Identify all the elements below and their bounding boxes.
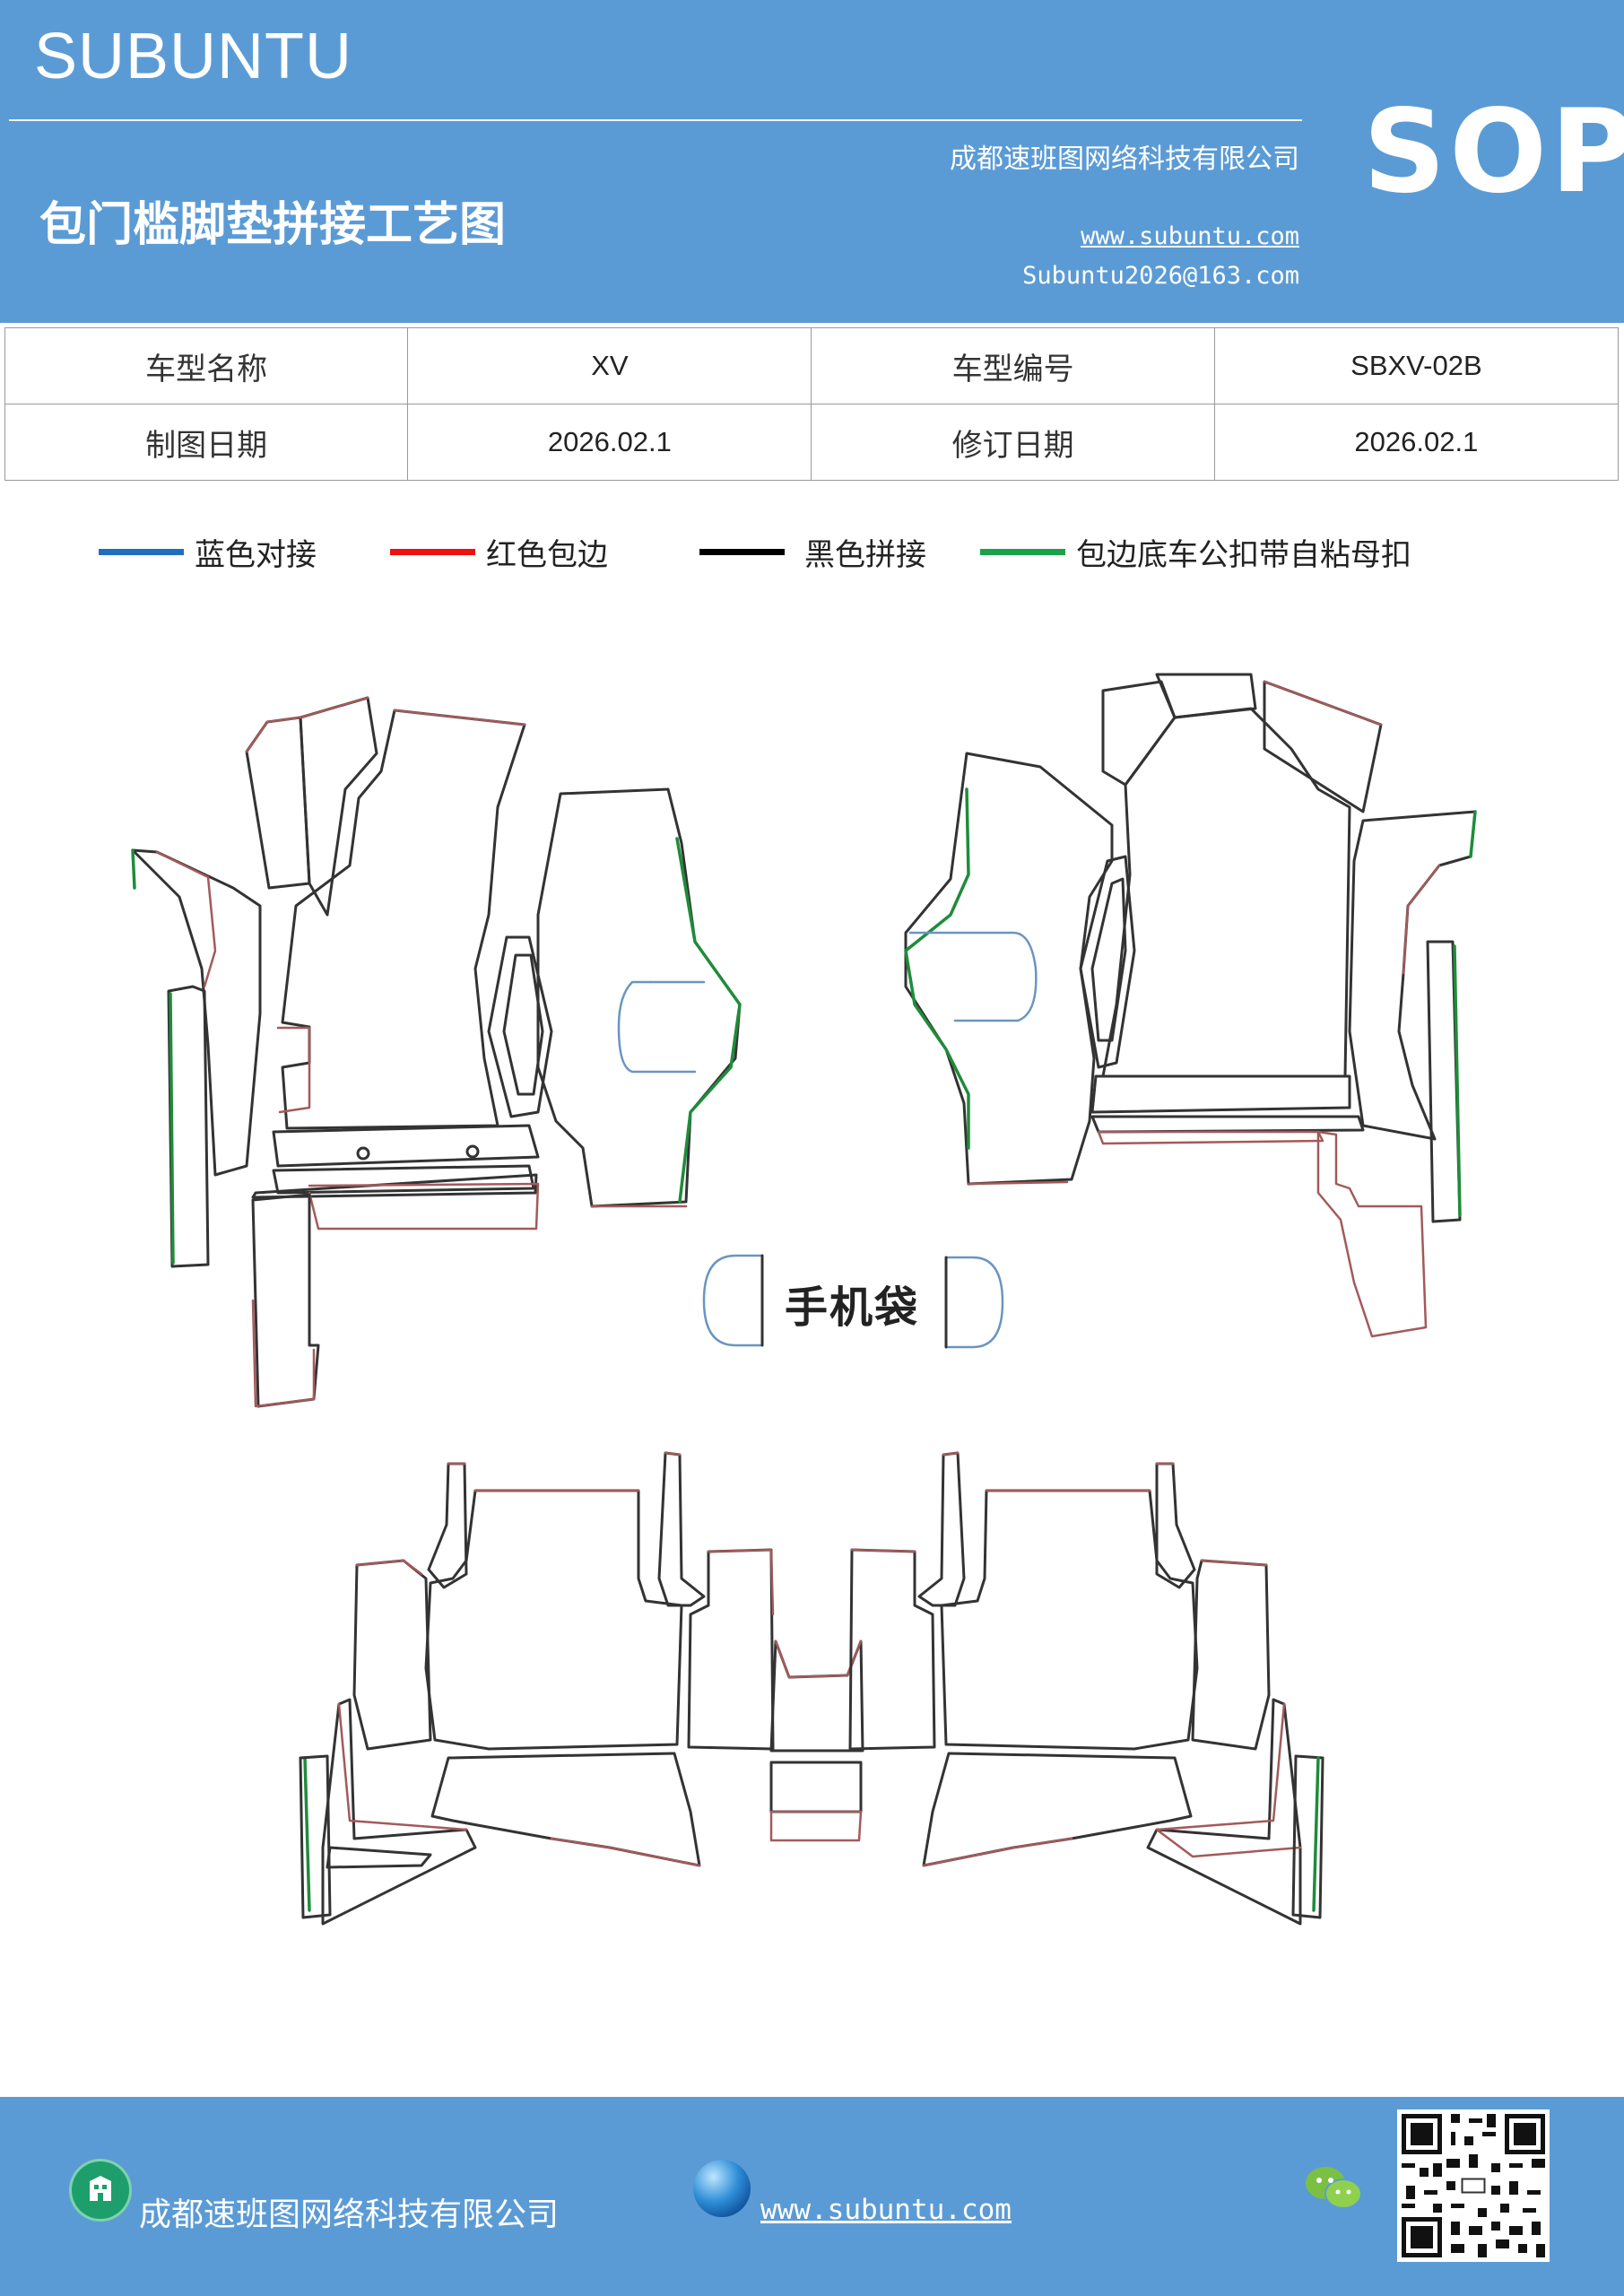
legend-item-green: 包边底车公扣带自粘母扣 [980, 529, 1411, 574]
draw-date-value: 2026.02.1 [407, 404, 812, 481]
header-banner [0, 0, 1624, 323]
model-code-label: 车型编号 [811, 327, 1215, 404]
legend-label: 红色包边 [486, 536, 608, 573]
footer-website-link[interactable]: www.subuntu.com [760, 2194, 1012, 2226]
header-company: 成都速班图网络科技有限公司 [950, 144, 1299, 175]
draw-date-label: 制图日期 [4, 404, 409, 481]
header-divider [9, 119, 1302, 121]
sop-badge: SOP [1363, 85, 1624, 219]
brand-name: SUBUNTU [34, 21, 353, 92]
footer-company: 成都速班图网络科技有限公司 [139, 2196, 560, 2233]
phone-pocket-pieces [702, 1254, 1004, 1349]
legend-label: 蓝色对接 [195, 536, 317, 573]
legend-label: 包边底车公扣带自粘母扣 [1076, 536, 1411, 573]
legend-swatch [390, 548, 475, 555]
model-name-value: XV [407, 327, 812, 404]
page-title: 包门槛脚垫拼接工艺图 [39, 197, 507, 252]
globe-icon [693, 2160, 751, 2217]
model-code-value: SBXV-02B [1213, 327, 1620, 404]
legend-swatch [980, 548, 1065, 555]
legend-label: 黑色拼接 [804, 536, 926, 573]
header-email[interactable]: Subuntu2026@163.com [1022, 262, 1299, 290]
legend-item-red: 红色包边 [390, 529, 608, 574]
table-row: 车型名称 XV 车型编号 SBXV-02B [4, 327, 1620, 404]
table-row: 制图日期 2026.02.1 修订日期 2026.02.1 [4, 404, 1620, 481]
company-icon [72, 2161, 129, 2219]
mat-group-front-right [904, 673, 1477, 1338]
legend-item-black: 黑色拼接 [699, 529, 926, 574]
info-table: 车型名称 XV 车型编号 SBXV-02B 制图日期 2026.02.1 修订日… [4, 327, 1620, 481]
building-icon [90, 2176, 111, 2201]
legend-swatch [699, 548, 785, 555]
phone-pocket-label: 手机袋 [785, 1283, 920, 1333]
revise-date-label: 修订日期 [811, 404, 1215, 481]
mat-group-front-left [131, 696, 742, 1408]
model-name-label: 车型名称 [4, 327, 409, 404]
qr-code[interactable] [1397, 2109, 1550, 2262]
mat-group-rear [299, 1451, 1324, 1926]
legend-item-blue: 蓝色对接 [99, 529, 317, 574]
wechat-icon[interactable] [1302, 2161, 1365, 2215]
legend-swatch [99, 548, 184, 555]
revise-date-value: 2026.02.1 [1213, 404, 1620, 481]
header-website-link[interactable]: www.subuntu.com [1081, 222, 1299, 250]
